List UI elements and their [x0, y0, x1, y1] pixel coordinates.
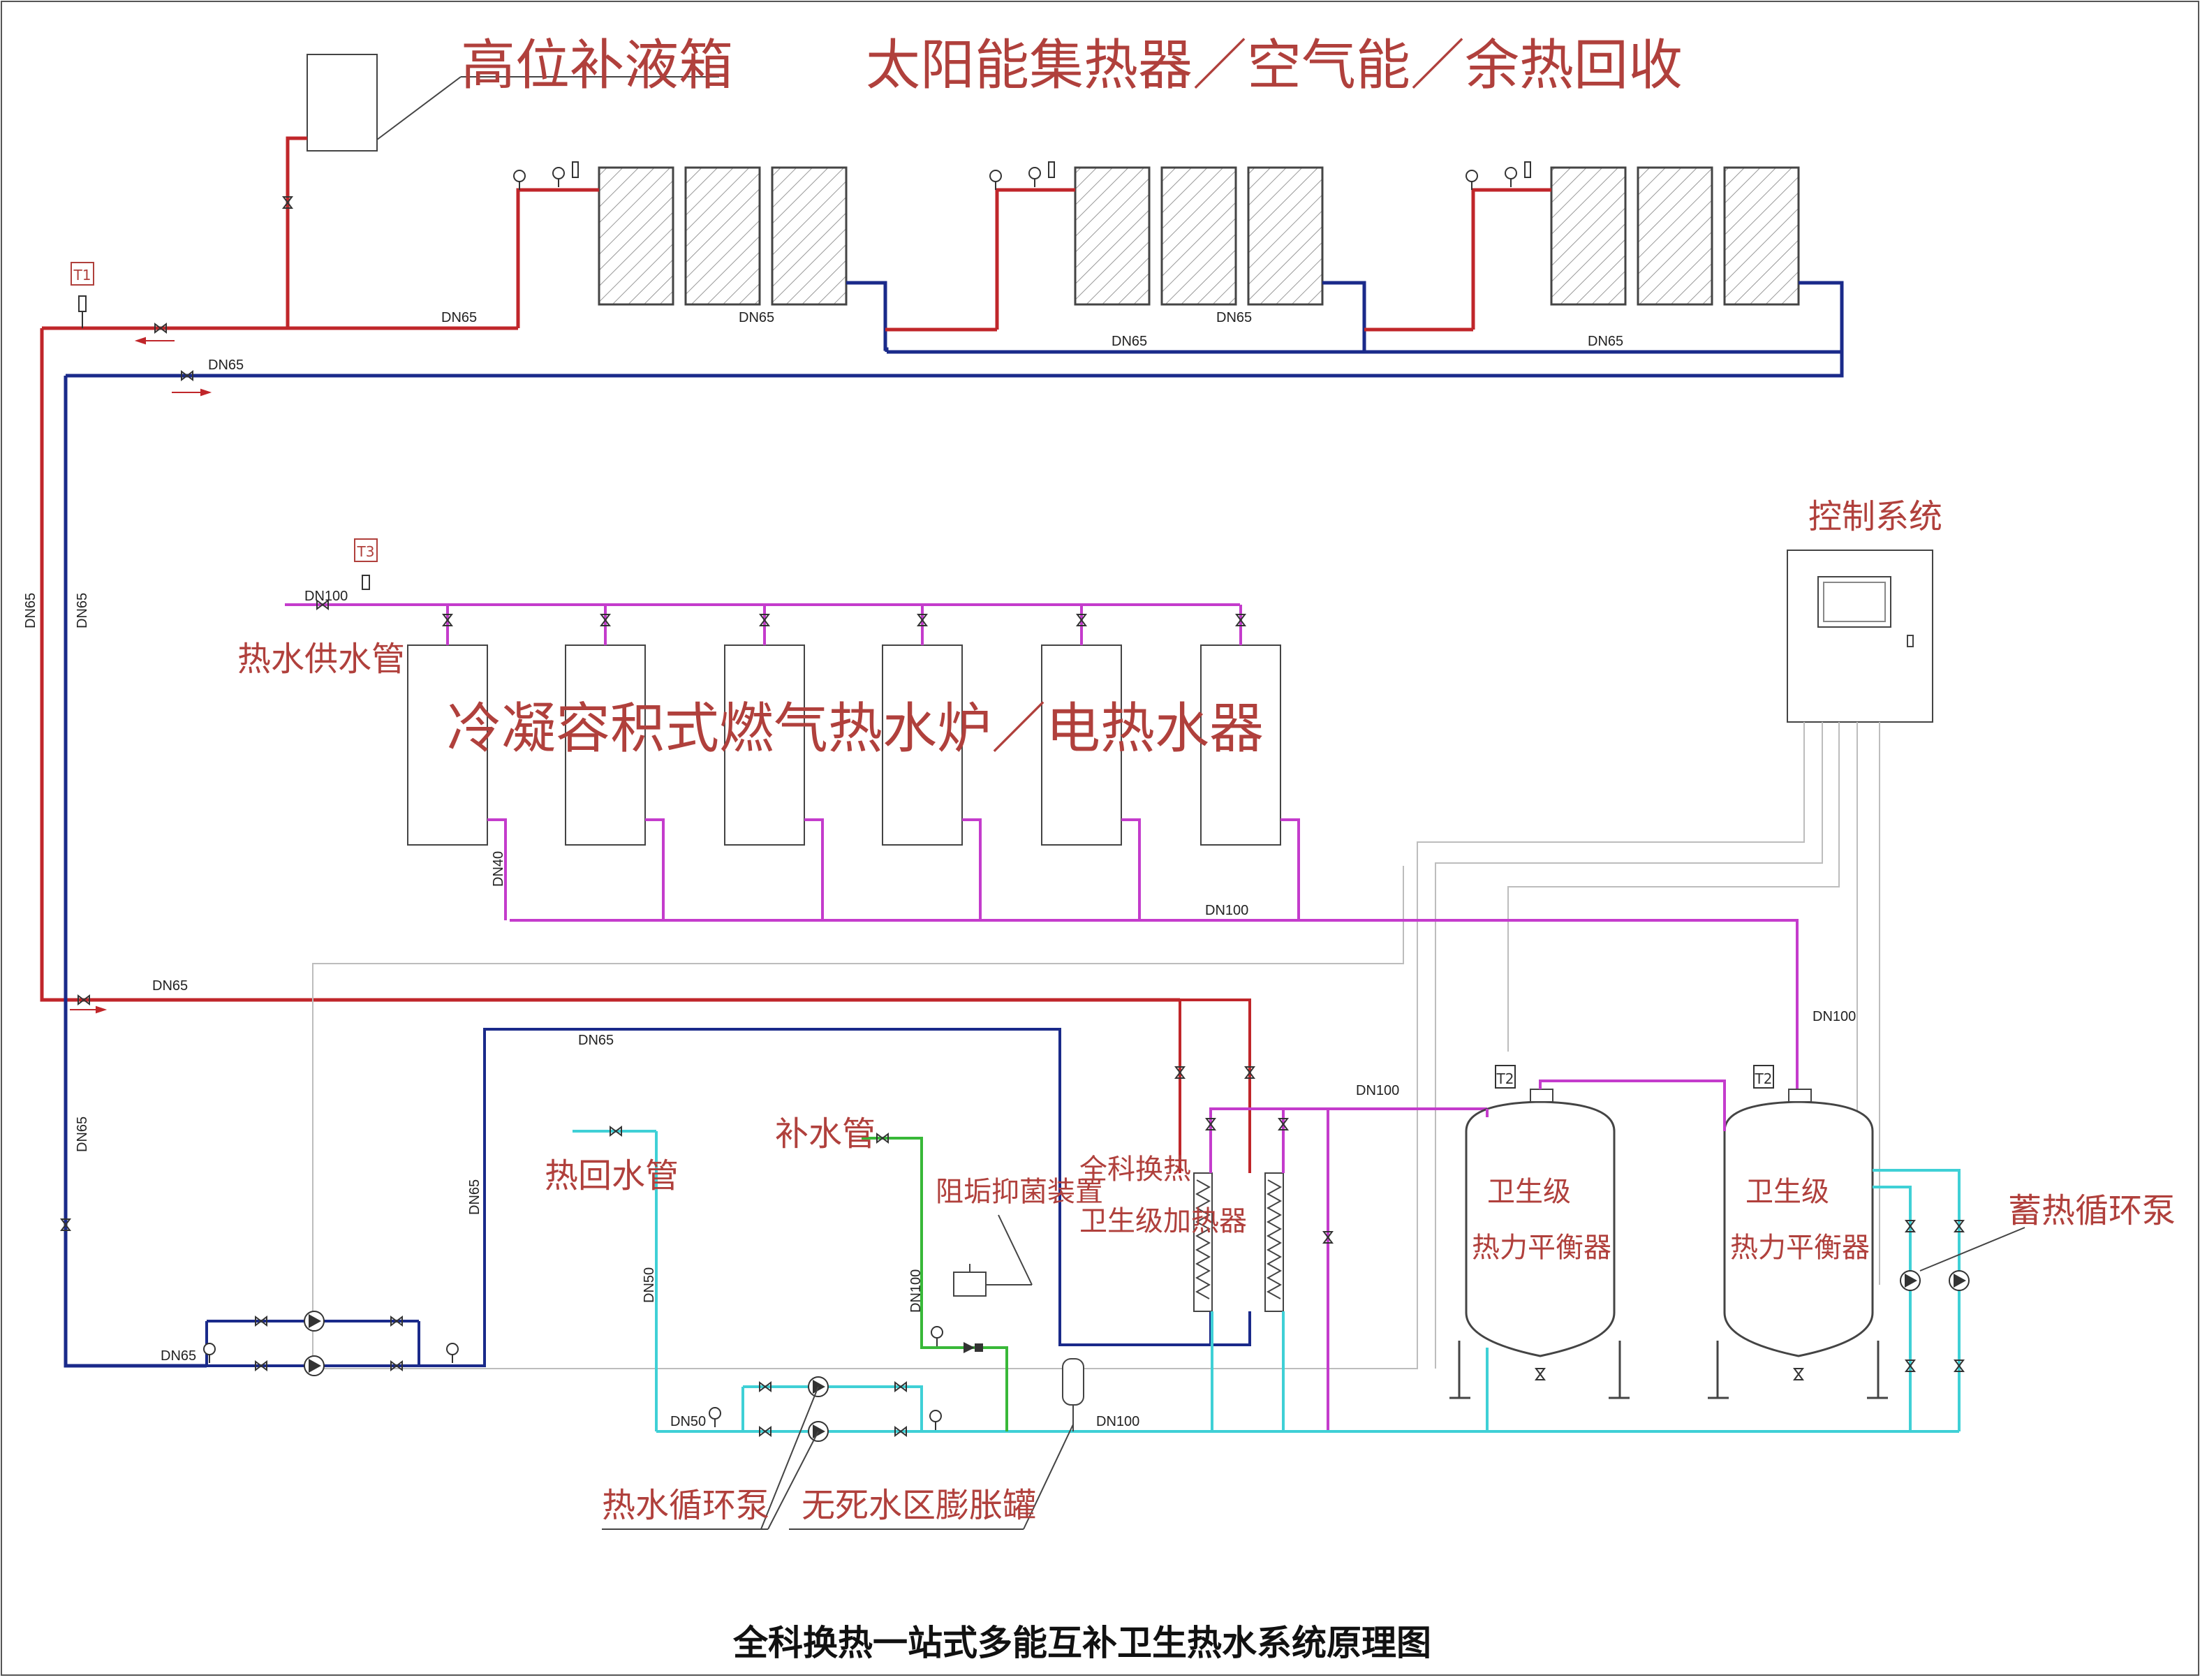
hot-pump-label: 热水循环泵: [602, 1486, 769, 1525]
balancer-right-label-2: 热力平衡器: [1730, 1232, 1870, 1264]
pipe-size-label: DN50: [642, 1267, 657, 1303]
pipe-size-label: DN65: [75, 1117, 90, 1152]
check-valve-icon: [964, 1342, 975, 1353]
t2-right-label: T2: [1755, 1070, 1773, 1087]
control-cabinet: [1787, 550, 1933, 723]
pipe-size-label: DN100: [1096, 1414, 1139, 1429]
pipe-size-label: DN65: [23, 593, 38, 628]
pipe-size-label: DN65: [1112, 334, 1147, 349]
pipe-size-label: DN100: [1205, 903, 1248, 918]
heater-unit: [724, 605, 824, 920]
scale-device-label: 阻垢抑菌装置: [936, 1176, 1103, 1208]
balancer-tank-right: [1708, 1065, 1888, 1399]
cold-pump-1-icon: [304, 1311, 325, 1332]
hot-main-vertical: [40, 328, 1180, 1002]
heater-unit: [407, 605, 507, 920]
pipe-size-label: DN65: [208, 358, 244, 373]
heater-return-header: [510, 919, 1799, 1099]
pipe-size-label: DN65: [1588, 334, 1623, 349]
makeup-gauge-icon: [931, 1326, 943, 1347]
control-label: 控制系统: [1808, 497, 1942, 536]
pipe-size-label: DN65: [467, 1179, 482, 1215]
tank-label: 高位补液箱: [461, 34, 733, 97]
expansion-tank: [1062, 1358, 1084, 1431]
heaters-label: 冷凝容积式燃气热水炉／电热水器: [447, 698, 1264, 760]
tank-feed-pipe: [286, 136, 307, 328]
pipe-size-label: DN50: [670, 1414, 706, 1429]
heater-unit: [1200, 605, 1300, 920]
t1-sensor: [71, 262, 94, 328]
flow-meter-icon: [975, 1343, 983, 1352]
storage-pump-label: 蓄热循环泵: [2008, 1191, 2176, 1230]
hot-pump-gauge-icon: [709, 1407, 721, 1428]
expansion-tank-label: 无死水区膨胀罐: [802, 1486, 1036, 1525]
exchanger-label-2: 卫生级加热器: [1079, 1205, 1247, 1237]
t2-left-label: T2: [1496, 1070, 1514, 1087]
tank-link-pipe: [1539, 1080, 1726, 1131]
high-level-tank: [307, 54, 719, 152]
heater-unit: [1041, 605, 1141, 920]
pipe-size-label: DN40: [491, 851, 506, 887]
cold-pump-2-icon: [304, 1355, 325, 1376]
balancer-left-label-1: 卫生级: [1487, 1176, 1571, 1208]
hot-pump-line-1: [743, 1385, 923, 1431]
scale-inhibitor-device: [953, 1214, 1033, 1297]
pipe-size-label: DN65: [1216, 310, 1252, 325]
t3-sensor: [354, 538, 378, 590]
cold-main-vertical: [64, 376, 207, 1368]
storage-loop-2: [1873, 1186, 1912, 1431]
pipe-size-label: DN65: [161, 1348, 196, 1364]
makeup-label: 补水管: [775, 1114, 876, 1154]
hot-return-label: 热回水管: [545, 1156, 679, 1195]
heat-exchanger-1: [1193, 1172, 1213, 1312]
storage-loop-1: [1873, 1169, 1961, 1431]
collector-group-1: [513, 161, 889, 352]
heat-exchanger-2: [1264, 1172, 1284, 1312]
heater-unit: [882, 605, 982, 920]
t1-label: T1: [73, 267, 91, 283]
pipe-size-label: DN100: [908, 1269, 924, 1313]
balancer-right-label-1: 卫生级: [1745, 1176, 1829, 1208]
control-wiring: [312, 722, 1880, 1369]
collector-group-3: [1466, 161, 1844, 376]
storage-pump-leader: [1919, 1227, 2025, 1272]
pipe-size-label: DN100: [1813, 1009, 1856, 1024]
hot-supply-label: 热水供水管: [237, 640, 405, 679]
pipe-size-label: DN65: [441, 310, 477, 325]
pipe-size-label: DN100: [304, 589, 348, 604]
pipe-size-label: DN65: [739, 310, 774, 325]
hot-pump-gauge-2-icon: [929, 1410, 942, 1431]
makeup-pipe: [862, 1137, 1008, 1431]
cold-return-2: [66, 352, 1844, 378]
balancer-tank-left: [1449, 1065, 1630, 1399]
diagram-title: 全科换热一站式多能互补卫生热水系统原理图: [732, 1623, 1431, 1663]
heater-unit: [565, 605, 665, 920]
balancer-left-label-2: 热力平衡器: [1472, 1232, 1611, 1264]
pipe-size-label: DN65: [75, 593, 90, 628]
storage-pump-2-icon: [1949, 1270, 1970, 1291]
heat-sources-label: 太阳能集热器／空气能／余热回收: [866, 34, 1683, 97]
pipe-size-label: DN65: [578, 1033, 614, 1048]
hot-pump-leader: [760, 1386, 819, 1530]
t3-label: T3: [357, 543, 375, 560]
flow-arrows: [70, 337, 212, 1014]
exchanger-supply-loop: [1209, 1107, 1487, 1173]
exchanger-label-1: 全科换热: [1079, 1154, 1191, 1186]
heater-row: [407, 605, 1300, 920]
pipe-size-label: DN100: [1356, 1083, 1399, 1098]
pipe-size-label: DN65: [152, 978, 188, 994]
collector-group-2: [989, 161, 1366, 352]
exchanger-hot-branch: [1180, 999, 1251, 1061]
storage-pump-1-icon: [1900, 1270, 1921, 1291]
cold-pump-gauge-2-icon: [446, 1343, 459, 1364]
